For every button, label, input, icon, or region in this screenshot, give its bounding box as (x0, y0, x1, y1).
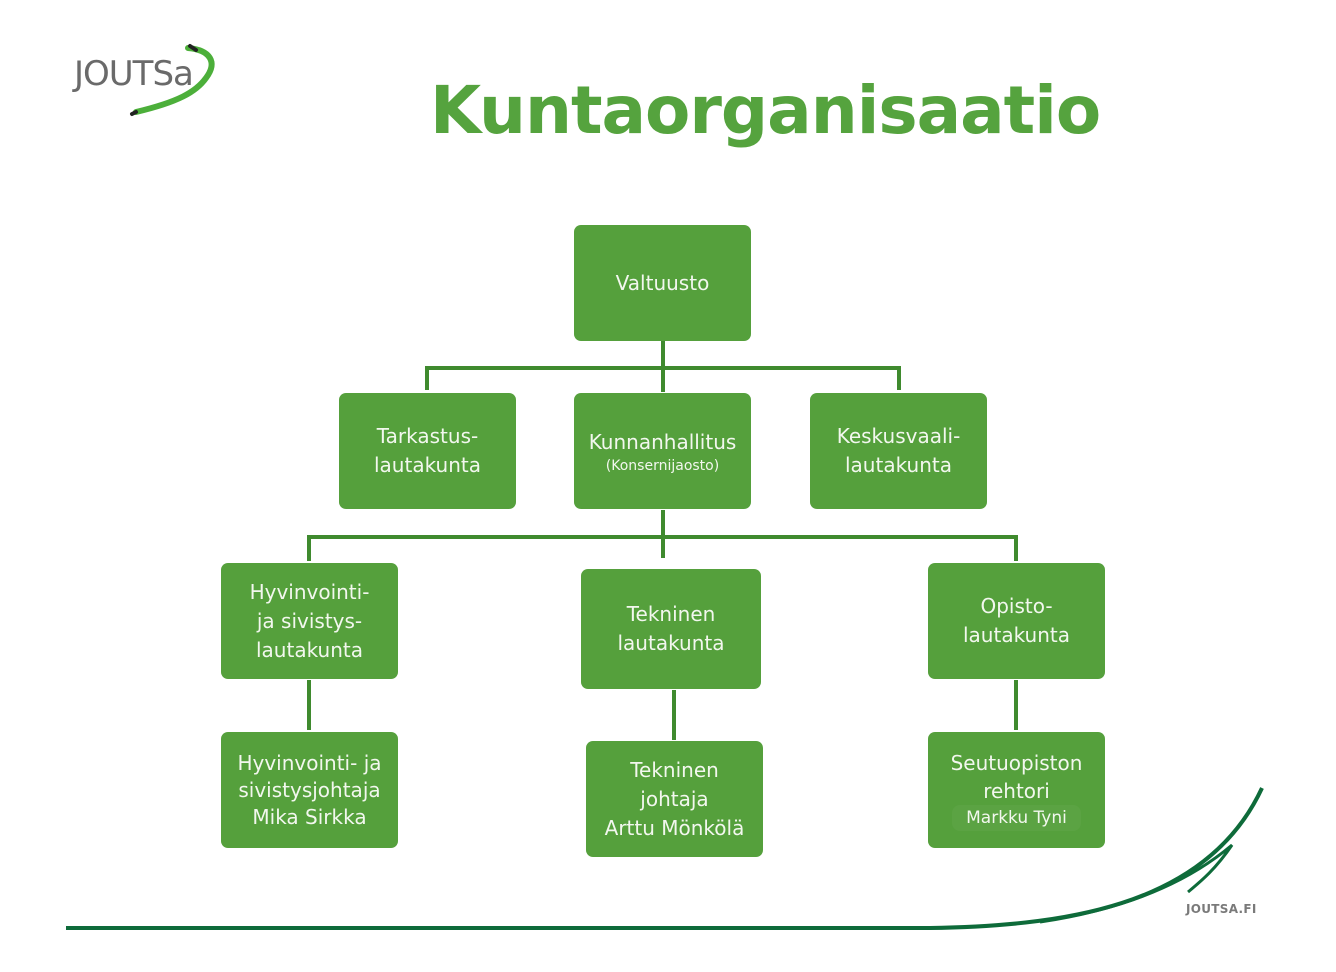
node-keskusvaalilautakunta: Keskusvaali- lautakunta (810, 393, 987, 509)
node-label: Keskusvaali- (836, 424, 961, 448)
node-sublabel: (Konsernijaosto) (605, 457, 720, 474)
node-tekninen-johtaja: Tekninen johtaja Arttu Mönkölä (586, 741, 763, 857)
footer-brand: JOUTSA.FI (1186, 902, 1257, 916)
node-label: Seutuopiston (950, 751, 1083, 775)
logo-swan-icon (130, 44, 215, 116)
node-hyvinvointi-johtaja: Hyvinvointi- ja sivistysjohtaja Mika Sir… (221, 732, 398, 848)
node-label: lautakunta (962, 623, 1070, 647)
node-label: johtaja (640, 786, 709, 811)
node-label: lautakunta (255, 637, 363, 662)
node-person-name: Markku Tyni (952, 805, 1081, 831)
joutsa-logo: JOUTSa (70, 40, 220, 120)
node-opistolautakunta: Opisto- lautakunta (928, 563, 1105, 679)
node-label: Opisto- (980, 594, 1053, 618)
page-title: Kuntaorganisaatio (430, 72, 1101, 149)
node-label: lautakunta (844, 453, 952, 477)
logo-text: JOUTSa (74, 54, 194, 94)
node-label: Tekninen (630, 757, 719, 782)
connector-to-tarkastus (425, 366, 429, 390)
node-label: Mika Sirkka (252, 804, 367, 829)
connector-to-opisto (1014, 535, 1018, 561)
node-tarkastuslautakunta: Tarkastus- lautakunta (339, 393, 516, 509)
node-label: rehtori (983, 779, 1050, 803)
node-label: Hyvinvointi- (249, 579, 370, 604)
node-valtuusto: Valtuusto (574, 225, 751, 341)
connector-hyvinvointi-down (307, 680, 311, 730)
node-kunnanhallitus: Kunnanhallitus (Konsernijaosto) (574, 393, 751, 509)
node-label: lautakunta (373, 453, 481, 477)
connector-to-keskusvaali (897, 366, 901, 390)
node-tekninen-lautakunta: Tekninen lautakunta (581, 569, 761, 689)
node-label: Hyvinvointi- ja (237, 750, 382, 775)
node-label: Kunnanhallitus (588, 429, 737, 454)
node-label: Arttu Mönkölä (604, 815, 745, 840)
connector-level3-bar (307, 535, 1018, 539)
connector-to-hyvinvointi (307, 535, 311, 561)
connector-level2-bar (425, 366, 901, 370)
node-label: ja sivistys- (256, 608, 363, 633)
connector-opisto-down (1014, 680, 1018, 730)
node-seutuopiston-rehtori: Seutuopiston rehtori Markku Tyni (928, 732, 1105, 848)
node-label: Valtuusto (615, 270, 710, 295)
node-label: Tekninen (626, 602, 716, 626)
connector-tekninen-down (672, 690, 676, 740)
node-label: sivistysjohtaja (238, 777, 381, 802)
node-label: Tarkastus- (376, 424, 479, 448)
node-hyvinvointi-lautakunta: Hyvinvointi- ja sivistys- lautakunta (221, 563, 398, 679)
connector-kunnanhallitus-down (661, 510, 665, 558)
node-label: lautakunta (617, 631, 725, 655)
